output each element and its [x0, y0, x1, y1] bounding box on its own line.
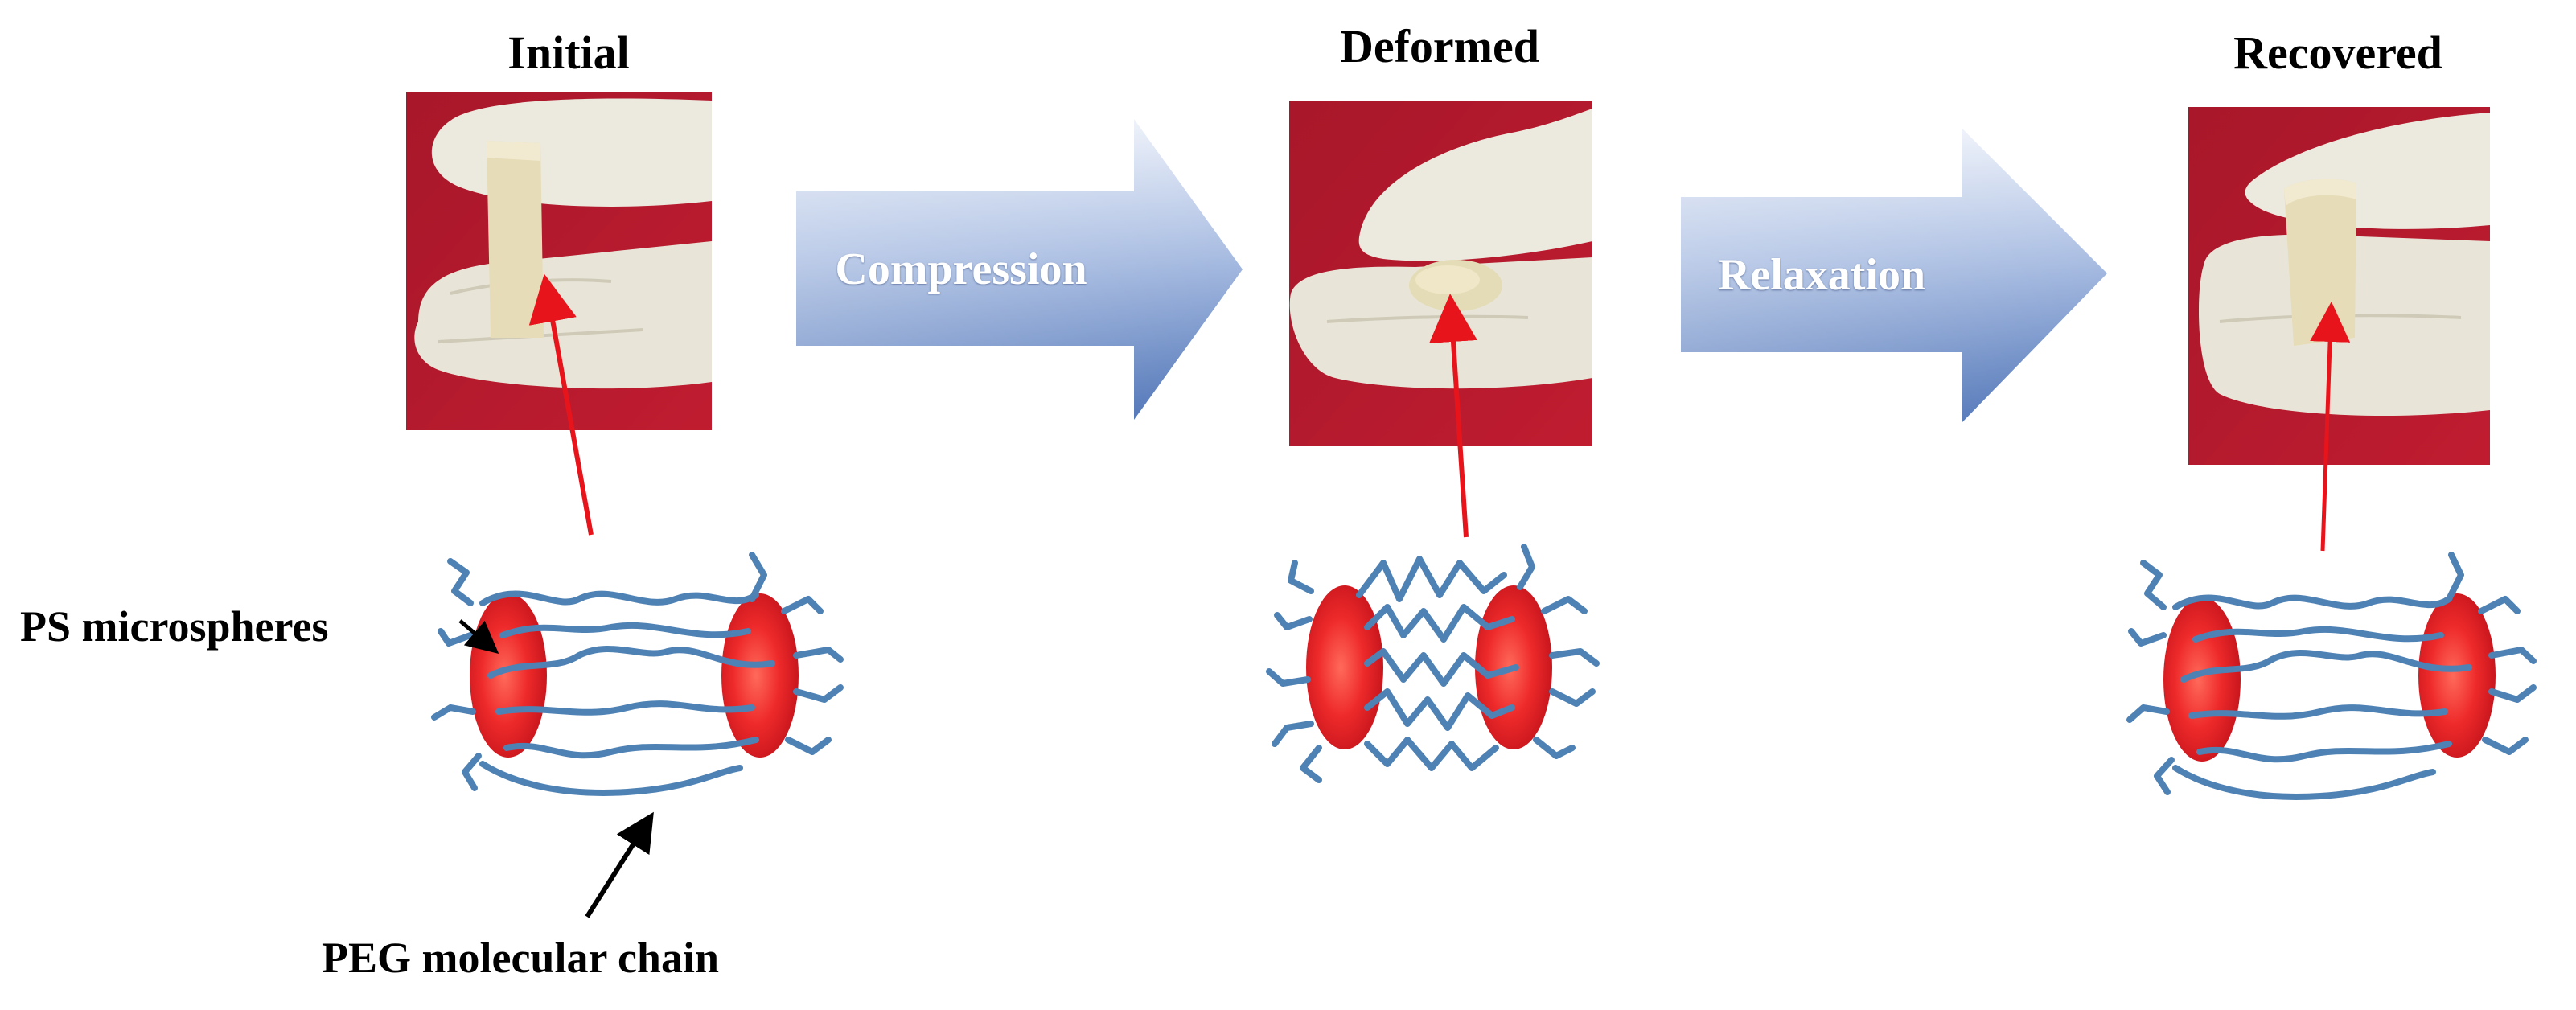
compression-arrow [796, 119, 1243, 420]
molecular-model-recovered [2126, 552, 2537, 800]
compression-label: Compression [835, 244, 1087, 294]
stage-title-deformed: Deformed [1339, 20, 1540, 72]
photo-recovered [2188, 107, 2490, 465]
molecular-model-initial [431, 552, 844, 796]
microspheres-pointer-arrow [458, 619, 499, 654]
microsphere-ellipse [2418, 593, 2496, 758]
photo-deformed [1289, 101, 1592, 446]
relaxation-label: Relaxation [1717, 250, 1926, 300]
pointer-arrow-initial [528, 273, 594, 536]
molecular-model-deformed [1266, 544, 1600, 783]
pointer-arrow-recovered [2310, 302, 2351, 552]
chain-pointer-arrow [585, 811, 654, 918]
photo-initial [406, 92, 712, 430]
microsphere-ellipse [721, 593, 799, 758]
microspheres-label: PS microspheres [20, 602, 329, 651]
chain-label: PEG molecular chain [322, 934, 719, 982]
stage-title-recovered: Recovered [2233, 27, 2442, 79]
microsphere-ellipse [2163, 597, 2241, 762]
relaxation-arrow [1681, 129, 2107, 422]
pointer-arrow-deformed [1429, 294, 1477, 538]
microsphere-ellipse [1306, 585, 1383, 749]
microsphere-ellipse [470, 593, 547, 758]
stage-title-initial: Initial [507, 27, 630, 79]
